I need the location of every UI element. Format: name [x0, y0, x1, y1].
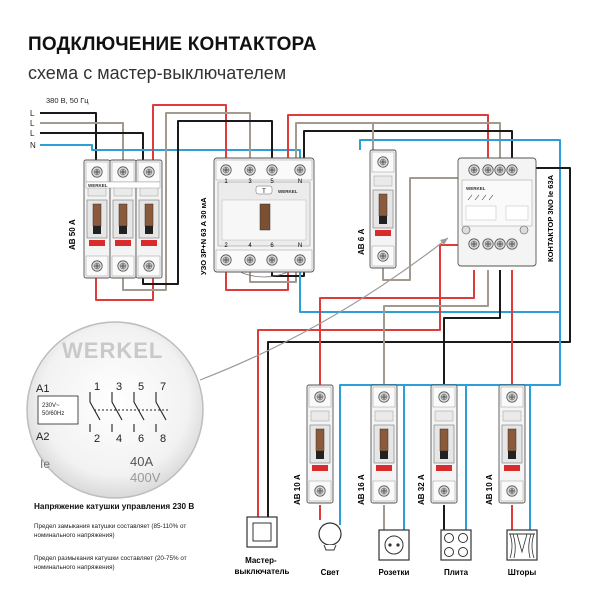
av10-light-label: АВ 10 А: [293, 474, 302, 505]
zoom-contact-1: 1: [94, 381, 100, 393]
zoom-contact-5: 5: [138, 381, 144, 393]
zoom-contact-4: 4: [116, 433, 122, 445]
socket-icon: [378, 529, 410, 561]
master-switch-label: Мастер- выключатель: [235, 556, 290, 576]
zoom-rating-voltage: 400V: [130, 470, 161, 485]
av32-label: АВ 32 А: [417, 474, 426, 505]
uzo-terminal-top-5: 5: [270, 179, 274, 185]
av10-curtains-label: АВ 10 А: [485, 474, 494, 505]
breaker-av50: WERKEL: [84, 160, 162, 278]
zoom-coil-a1: A1: [36, 383, 49, 395]
uzo-terminal-bottom-4: 4: [248, 243, 252, 249]
coil-open-note: Предел размыкания катушки составляет (20…: [34, 555, 187, 571]
uzo-terminal-bottom-n: N: [298, 243, 302, 249]
av50-brand: WERKEL: [88, 183, 108, 188]
zoom-contact-6: 6: [138, 433, 144, 445]
breaker-av32: [431, 385, 457, 503]
zoom-contact-2: 2: [94, 433, 100, 445]
stove-label: Плита: [444, 568, 469, 577]
zoom-coil-a2: A2: [36, 431, 49, 443]
contactor-label: КОНТАКТОР 3NO Ie 63А: [546, 174, 555, 262]
av16-label: АВ 16 А: [357, 474, 366, 505]
zoom-ie: Ie: [40, 457, 50, 471]
lamp-icon: [318, 522, 342, 551]
zoom-voltage: 230V~ 50/60Hz: [42, 403, 64, 417]
rcd-uzo: T WERKEL 1 3 5 N 2 4 6 N: [213, 157, 315, 278]
uzo-terminal-bottom-2: 2: [224, 243, 228, 249]
zoom-brand: WERKEL: [62, 338, 163, 363]
av50-label: АВ 50 А: [68, 219, 77, 250]
uzo-terminal-top-3: 3: [248, 179, 252, 185]
master-switch-icon: [246, 516, 278, 548]
stove-icon: [440, 529, 472, 561]
breaker-av6: [370, 150, 396, 268]
uzo-terminal-bottom-6: 6: [270, 243, 274, 249]
zoom-lens: WERKEL A1 230V~ 50/60Hz A2 1 3 5 7 2 4 6…: [26, 321, 204, 499]
coil-voltage-note: Напряжение катушки управления 230 В: [34, 502, 195, 511]
supply-line-l1: L: [30, 109, 35, 118]
zoom-contact-8: 8: [160, 433, 166, 445]
light-label: Свет: [321, 568, 340, 577]
coil-close-note: Предел замыкания катушки составляет (85-…: [34, 523, 187, 539]
contactor-brand: WERKEL: [466, 186, 486, 191]
curtains-icon: [506, 529, 538, 561]
uzo-test-button: T: [262, 189, 266, 195]
supply-line-l3: L: [30, 129, 35, 138]
sockets-label: Розетки: [379, 568, 410, 577]
av6-label: АВ 6 А: [357, 229, 366, 255]
uzo-brand: WERKEL: [278, 189, 298, 194]
uzo-label: УЗО 3Р+N 63 А 30 мА: [199, 197, 208, 275]
supply-label: 380 В, 50 Гц: [46, 96, 89, 105]
zoom-contact-7: 7: [160, 381, 166, 393]
curtains-label: Шторы: [508, 568, 537, 577]
page-title: ПОДКЛЮЧЕНИЕ КОНТАКТОРА: [28, 34, 317, 55]
zoom-rating: 40A: [130, 454, 153, 469]
page-subtitle: схема с мастер-выключателем: [28, 63, 287, 83]
uzo-terminal-top-n: N: [298, 179, 302, 185]
breaker-av10-curtains: [499, 385, 525, 503]
contactor: WERKEL: [457, 157, 537, 267]
zoom-contact-3: 3: [116, 381, 122, 393]
breaker-av10-light: [307, 385, 333, 503]
uzo-terminal-top-1: 1: [224, 179, 228, 185]
supply-line-n: N: [30, 141, 36, 150]
breaker-av16: [371, 385, 397, 503]
supply-line-l2: L: [30, 119, 35, 128]
